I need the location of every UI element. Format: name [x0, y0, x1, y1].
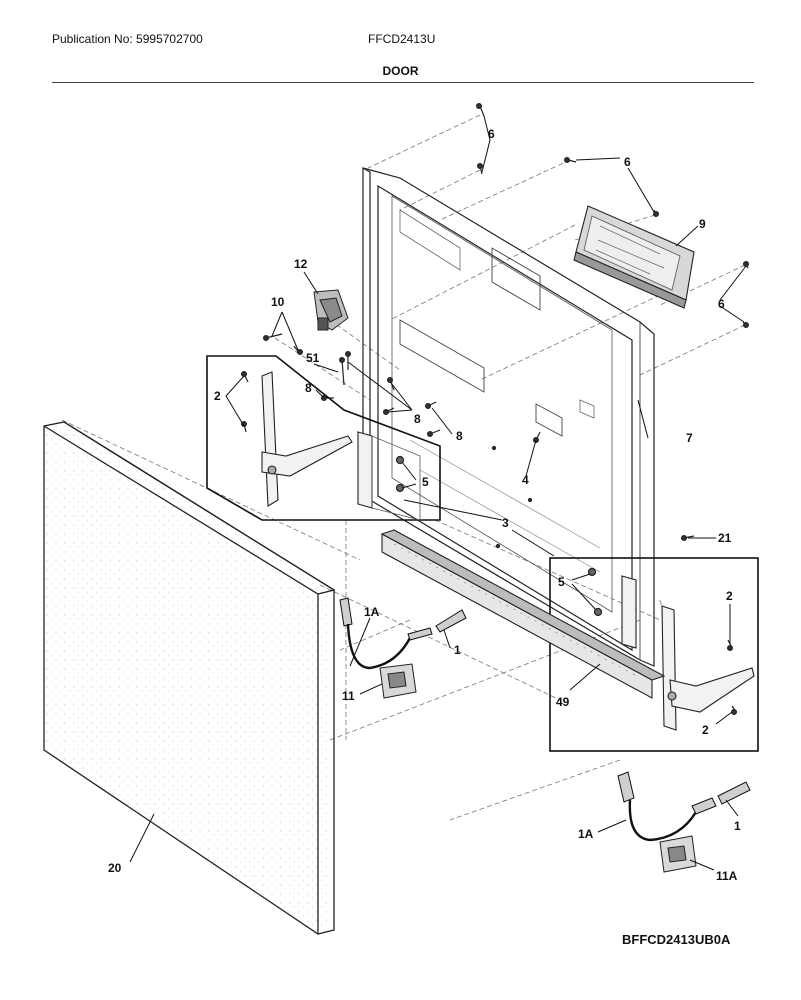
- left-hinge-callout-box: [206, 355, 441, 521]
- callout-2c: 2: [702, 723, 709, 737]
- callout-8a: 8: [305, 381, 312, 395]
- left-hinge-arm: [261, 371, 353, 507]
- callout-1A-right: 1A: [578, 827, 594, 841]
- right-cable-anchor: [659, 835, 697, 873]
- callout-6b: 6: [624, 155, 631, 169]
- callout-1-right: 1: [734, 819, 741, 833]
- right-hinge-arm: [661, 605, 755, 731]
- section-title: DOOR: [382, 64, 419, 78]
- door-latch-part: [313, 289, 349, 331]
- callout-6c: 6: [718, 297, 725, 311]
- diagram-code: BFFCD2413UB0A: [622, 932, 731, 947]
- callout-51: 51: [306, 351, 320, 365]
- callout-20: 20: [108, 861, 122, 875]
- callout-7: 7: [686, 431, 693, 445]
- outer-door-panel: [43, 421, 336, 935]
- left-cable-anchor: [379, 663, 417, 699]
- callout-1-left: 1: [454, 643, 461, 657]
- callout-2a: 2: [214, 389, 221, 403]
- callout-labels: 6 6 9 6 12 10 51 2 8 8 8 7 5 4 3 21 5 2 …: [108, 127, 741, 883]
- control-panel-part: [573, 205, 695, 309]
- right-spring-cable: [617, 771, 751, 842]
- leader-lines: [129, 115, 747, 871]
- callout-3: 3: [502, 516, 509, 530]
- callout-6a: 6: [488, 127, 495, 141]
- model-number: FFCD2413U: [368, 32, 436, 46]
- callout-21: 21: [718, 531, 732, 545]
- callout-1A-left: 1A: [364, 605, 380, 619]
- callout-2b: 2: [726, 589, 733, 603]
- callout-8b: 8: [414, 412, 421, 426]
- callout-11A: 11A: [716, 869, 738, 883]
- callout-49: 49: [556, 695, 570, 709]
- callout-5b: 5: [558, 575, 565, 589]
- callout-4: 4: [522, 473, 529, 487]
- callout-10: 10: [271, 295, 285, 309]
- callout-8c: 8: [456, 429, 463, 443]
- right-hinge-plate: [621, 575, 637, 649]
- header-divider: [52, 82, 754, 83]
- callout-12: 12: [294, 257, 308, 271]
- bottom-trim-rail: [380, 529, 666, 699]
- right-hinge-callout-box: [549, 557, 759, 752]
- callout-5a: 5: [422, 475, 429, 489]
- left-hinge-plate: [357, 431, 421, 521]
- left-spring-cable: [339, 597, 467, 670]
- callout-9: 9: [699, 217, 706, 231]
- callout-11: 11: [342, 689, 355, 703]
- publication-number: Publication No: 5995702700: [52, 32, 203, 46]
